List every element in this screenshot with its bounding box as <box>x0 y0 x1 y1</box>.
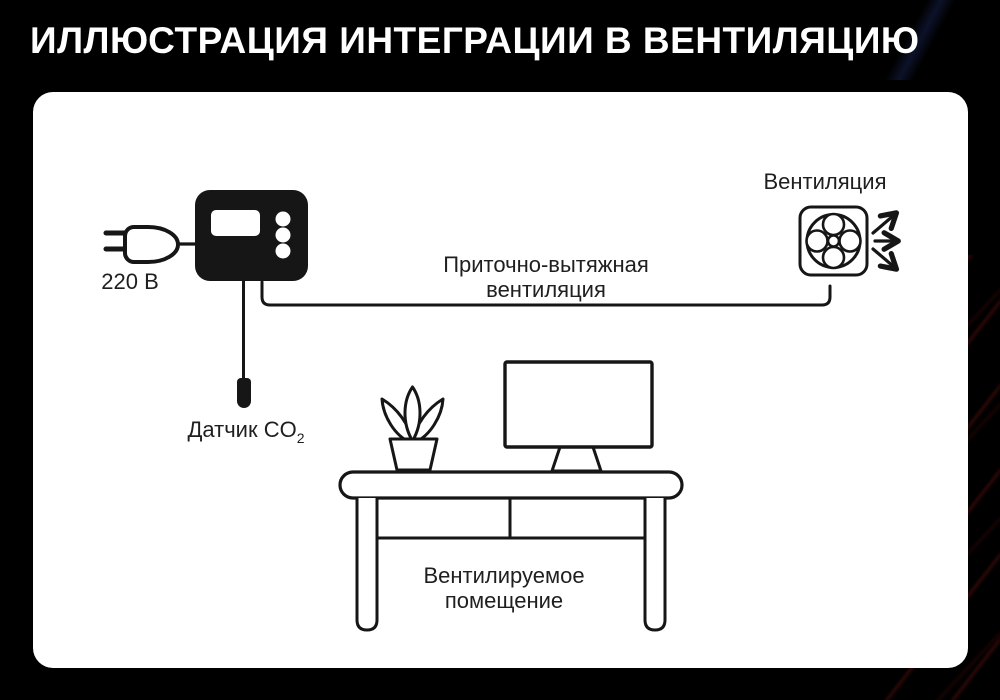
duct-label-line2: вентиляция <box>486 277 606 302</box>
controller-button <box>275 227 291 243</box>
airflow-arrows-icon <box>871 210 901 272</box>
sensor-label: Датчик CO2 <box>187 417 304 446</box>
diagram-card: 220 В Датчик CO2 Приточно-вытяжная венти… <box>33 92 968 668</box>
desk-icon <box>338 470 684 632</box>
monitor-stand <box>550 445 603 473</box>
desk-leg-left <box>355 496 379 632</box>
desk-leg-right <box>643 496 667 632</box>
co2-sensor-icon <box>237 378 251 408</box>
desk-top <box>338 470 684 500</box>
fan-label: Вентиляция <box>764 169 887 194</box>
co2-controller-icon <box>195 190 308 281</box>
monitor-icon <box>503 360 654 473</box>
controller-button <box>275 211 291 227</box>
ventilation-diagram: 220 В Датчик CO2 Приточно-вытяжная венти… <box>101 169 901 632</box>
plant-pot <box>388 437 439 472</box>
fan-icon <box>798 205 869 277</box>
power-voltage-label: 220 В <box>101 269 159 294</box>
monitor-screen <box>503 360 654 449</box>
airflow-arrow-down <box>871 247 900 272</box>
room-label-line1: Вентилируемое <box>423 563 584 588</box>
duct-label-line1: Приточно-вытяжная <box>443 252 649 277</box>
controller-display <box>211 210 260 236</box>
plant-icon <box>380 385 445 472</box>
plug-icon <box>103 225 197 264</box>
duct-connection-line <box>260 280 832 307</box>
plant-leaf <box>403 385 422 443</box>
controller-button <box>275 243 291 259</box>
room-label-line2: помещение <box>445 588 563 613</box>
airflow-arrow-up <box>871 210 900 235</box>
page-title: ИЛЛЮСТРАЦИЯ ИНТЕГРАЦИИ В ВЕНТИЛЯЦИЮ <box>30 20 920 61</box>
